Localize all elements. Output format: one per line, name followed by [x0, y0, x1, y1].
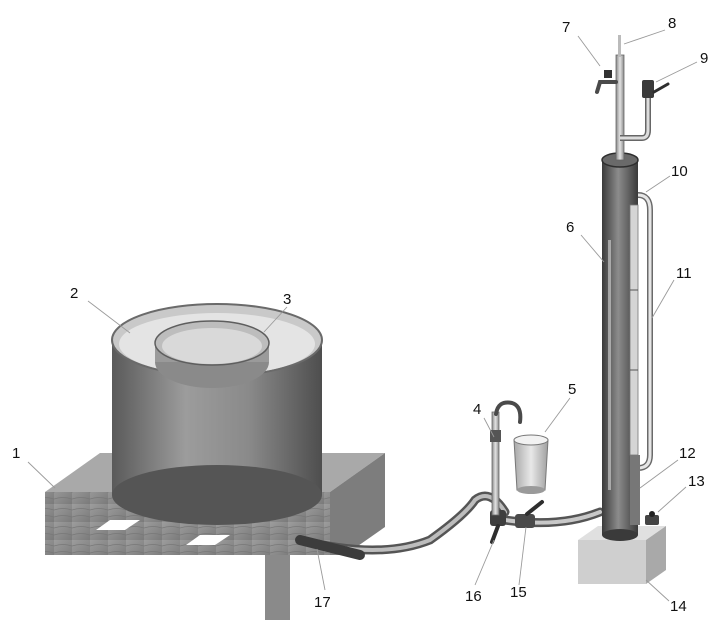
callout-7: 7: [562, 19, 570, 36]
inner-ring: [154, 320, 270, 388]
overflow-tube: [490, 400, 523, 516]
bottom-fitting: [630, 455, 659, 525]
valve-15: [515, 500, 544, 528]
callout-9: 9: [700, 50, 708, 67]
callout-15: 15: [510, 584, 527, 601]
callout-13: 13: [688, 473, 705, 490]
callout-numbers: 1 2 3 4 5 6 7 8 9 10 11 12 13 14 15 16 1…: [12, 15, 708, 615]
callout-10: 10: [671, 163, 688, 180]
callout-1: 1: [12, 445, 20, 462]
measuring-cup: [513, 434, 549, 494]
callout-3: 3: [283, 291, 291, 308]
hose: [295, 491, 510, 560]
top-pipework: [595, 35, 670, 161]
level-gauge: [629, 192, 653, 471]
callout-12: 12: [679, 445, 696, 462]
callout-14: 14: [670, 598, 687, 615]
callout-5: 5: [568, 381, 576, 398]
callout-11: 11: [676, 265, 692, 282]
leader-lines: [27, 29, 698, 602]
callout-16: 16: [465, 588, 482, 605]
callout-2: 2: [70, 285, 78, 302]
callout-4: 4: [473, 401, 481, 418]
callout-17: 17: [314, 594, 331, 611]
callout-6: 6: [566, 219, 574, 236]
callout-8: 8: [668, 15, 676, 32]
